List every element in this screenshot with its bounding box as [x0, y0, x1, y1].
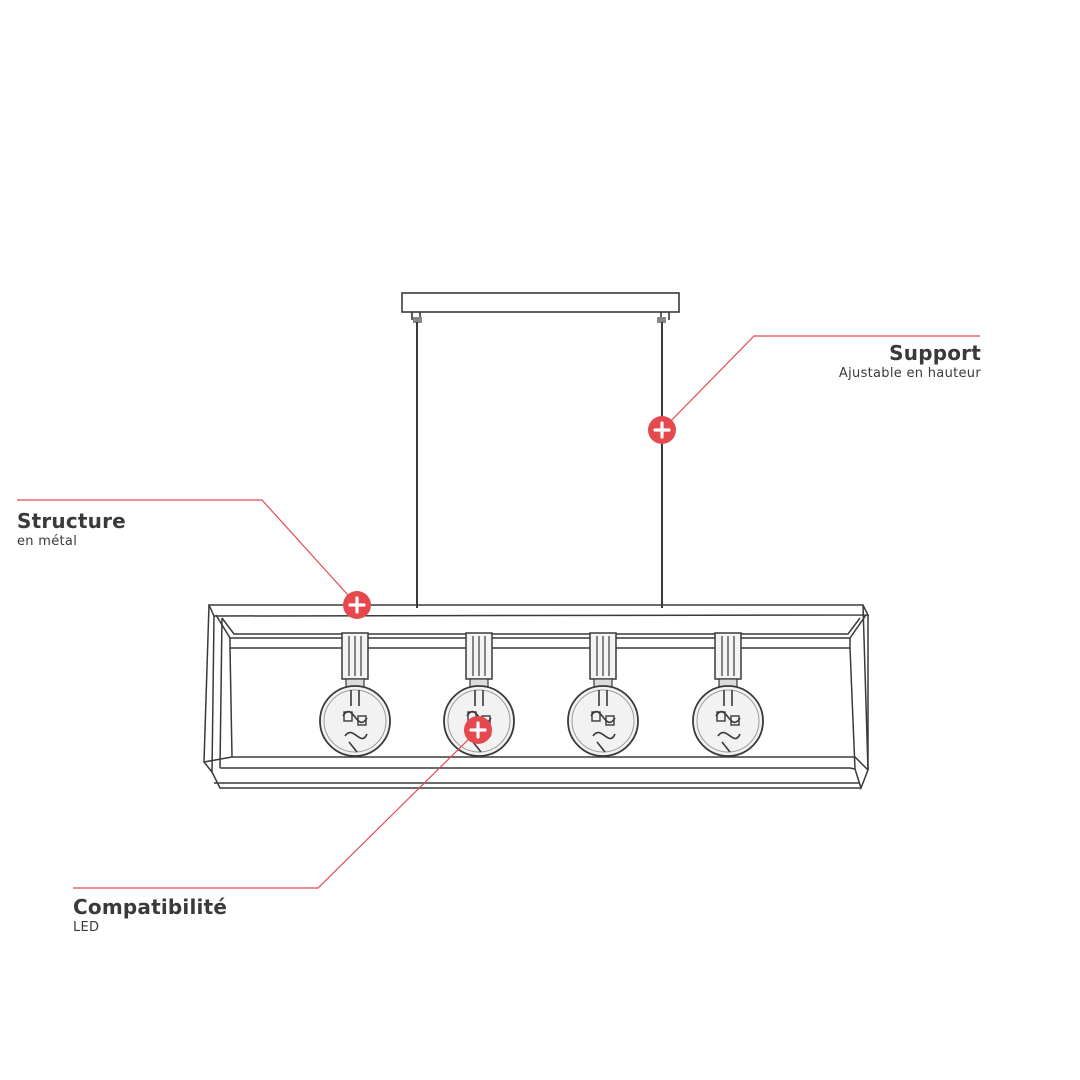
leader-lines — [17, 335, 980, 889]
bulb-icon — [319, 632, 391, 757]
leader-line-compatibility — [73, 729, 479, 889]
metal-frame — [203, 604, 870, 791]
plus-marker-compatibility[interactable] — [464, 716, 492, 744]
suspension-cables — [416, 322, 663, 608]
annotation-subtitle: LED — [73, 920, 100, 935]
leader-line-structure — [17, 499, 358, 606]
ceiling-canopy — [401, 292, 680, 323]
annotation-title: Structure — [17, 509, 126, 533]
annotation-title: Support — [889, 341, 981, 365]
annotation-subtitle: en métal — [17, 534, 78, 549]
plus-marker-support[interactable] — [648, 416, 676, 444]
annotation-structure: Structure en métal — [17, 509, 126, 551]
leader-line-support — [661, 335, 980, 431]
plus-marker-structure[interactable] — [343, 591, 371, 619]
annotation-support: Support Ajustable en hauteur — [839, 341, 981, 383]
annotation-compatibility: Compatibilité LED — [73, 895, 227, 937]
bulb-icon — [567, 632, 639, 757]
annotation-title: Compatibilité — [73, 895, 228, 919]
bulb-icon — [692, 632, 764, 757]
annotation-subtitle: Ajustable en hauteur — [838, 366, 981, 381]
bulbs — [319, 632, 764, 757]
